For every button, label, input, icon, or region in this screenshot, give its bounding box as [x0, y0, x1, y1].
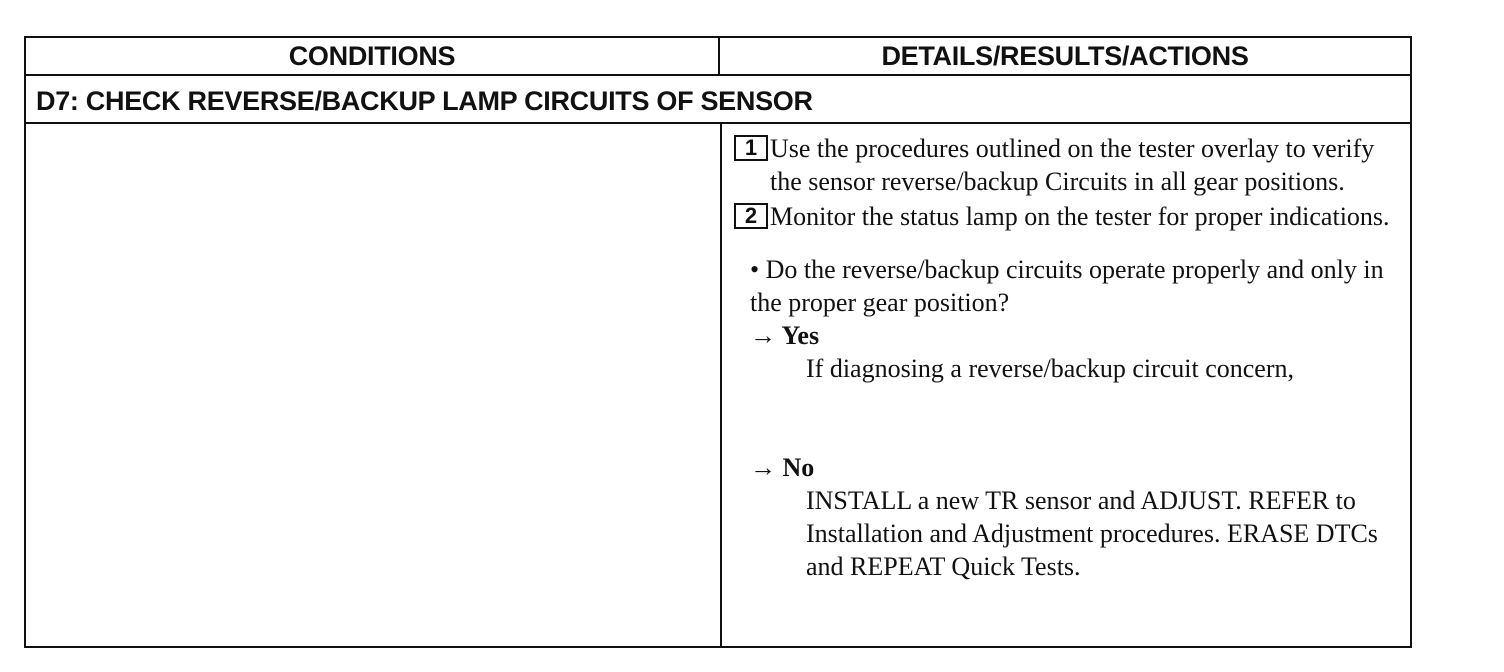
step-title: D7: CHECK REVERSE/BACKUP LAMP CIRCUITS O…	[36, 86, 813, 116]
title-divider	[26, 122, 1410, 124]
diagnostic-table: CONDITIONS DETAILS/RESULTS/ACTIONS D7: C…	[24, 36, 1412, 648]
column-divider	[720, 124, 722, 646]
step-text: Use the procedures outlined on the teste…	[770, 134, 1375, 196]
step-item: 2 Monitor the status lamp on the tester …	[730, 200, 1410, 233]
no-label: → No	[750, 453, 815, 482]
header-divider	[26, 74, 1410, 76]
step-number-badge: 1	[734, 135, 768, 161]
step-item: 1 Use the procedures outlined on the tes…	[730, 132, 1410, 198]
details-cell: 1 Use the procedures outlined on the tes…	[730, 132, 1410, 583]
yes-text: If diagnosing a reverse/backup circuit c…	[806, 354, 1295, 383]
answer-yes: → Yes If diagnosing a reverse/backup cir…	[730, 319, 1410, 385]
yes-label: → Yes	[750, 321, 820, 350]
step-number-badge: 2	[734, 203, 768, 229]
step-text: Monitor the status lamp on the tester fo…	[770, 202, 1390, 231]
no-text: INSTALL a new TR sensor and ADJUST. REFE…	[806, 486, 1378, 581]
question-text: • Do the reverse/backup circuits operate…	[750, 255, 1384, 317]
header-details: DETAILS/RESULTS/ACTIONS	[881, 40, 1249, 71]
header-conditions: CONDITIONS	[26, 38, 720, 74]
answer-no: → No INSTALL a new TR sensor and ADJUST.…	[730, 451, 1410, 583]
